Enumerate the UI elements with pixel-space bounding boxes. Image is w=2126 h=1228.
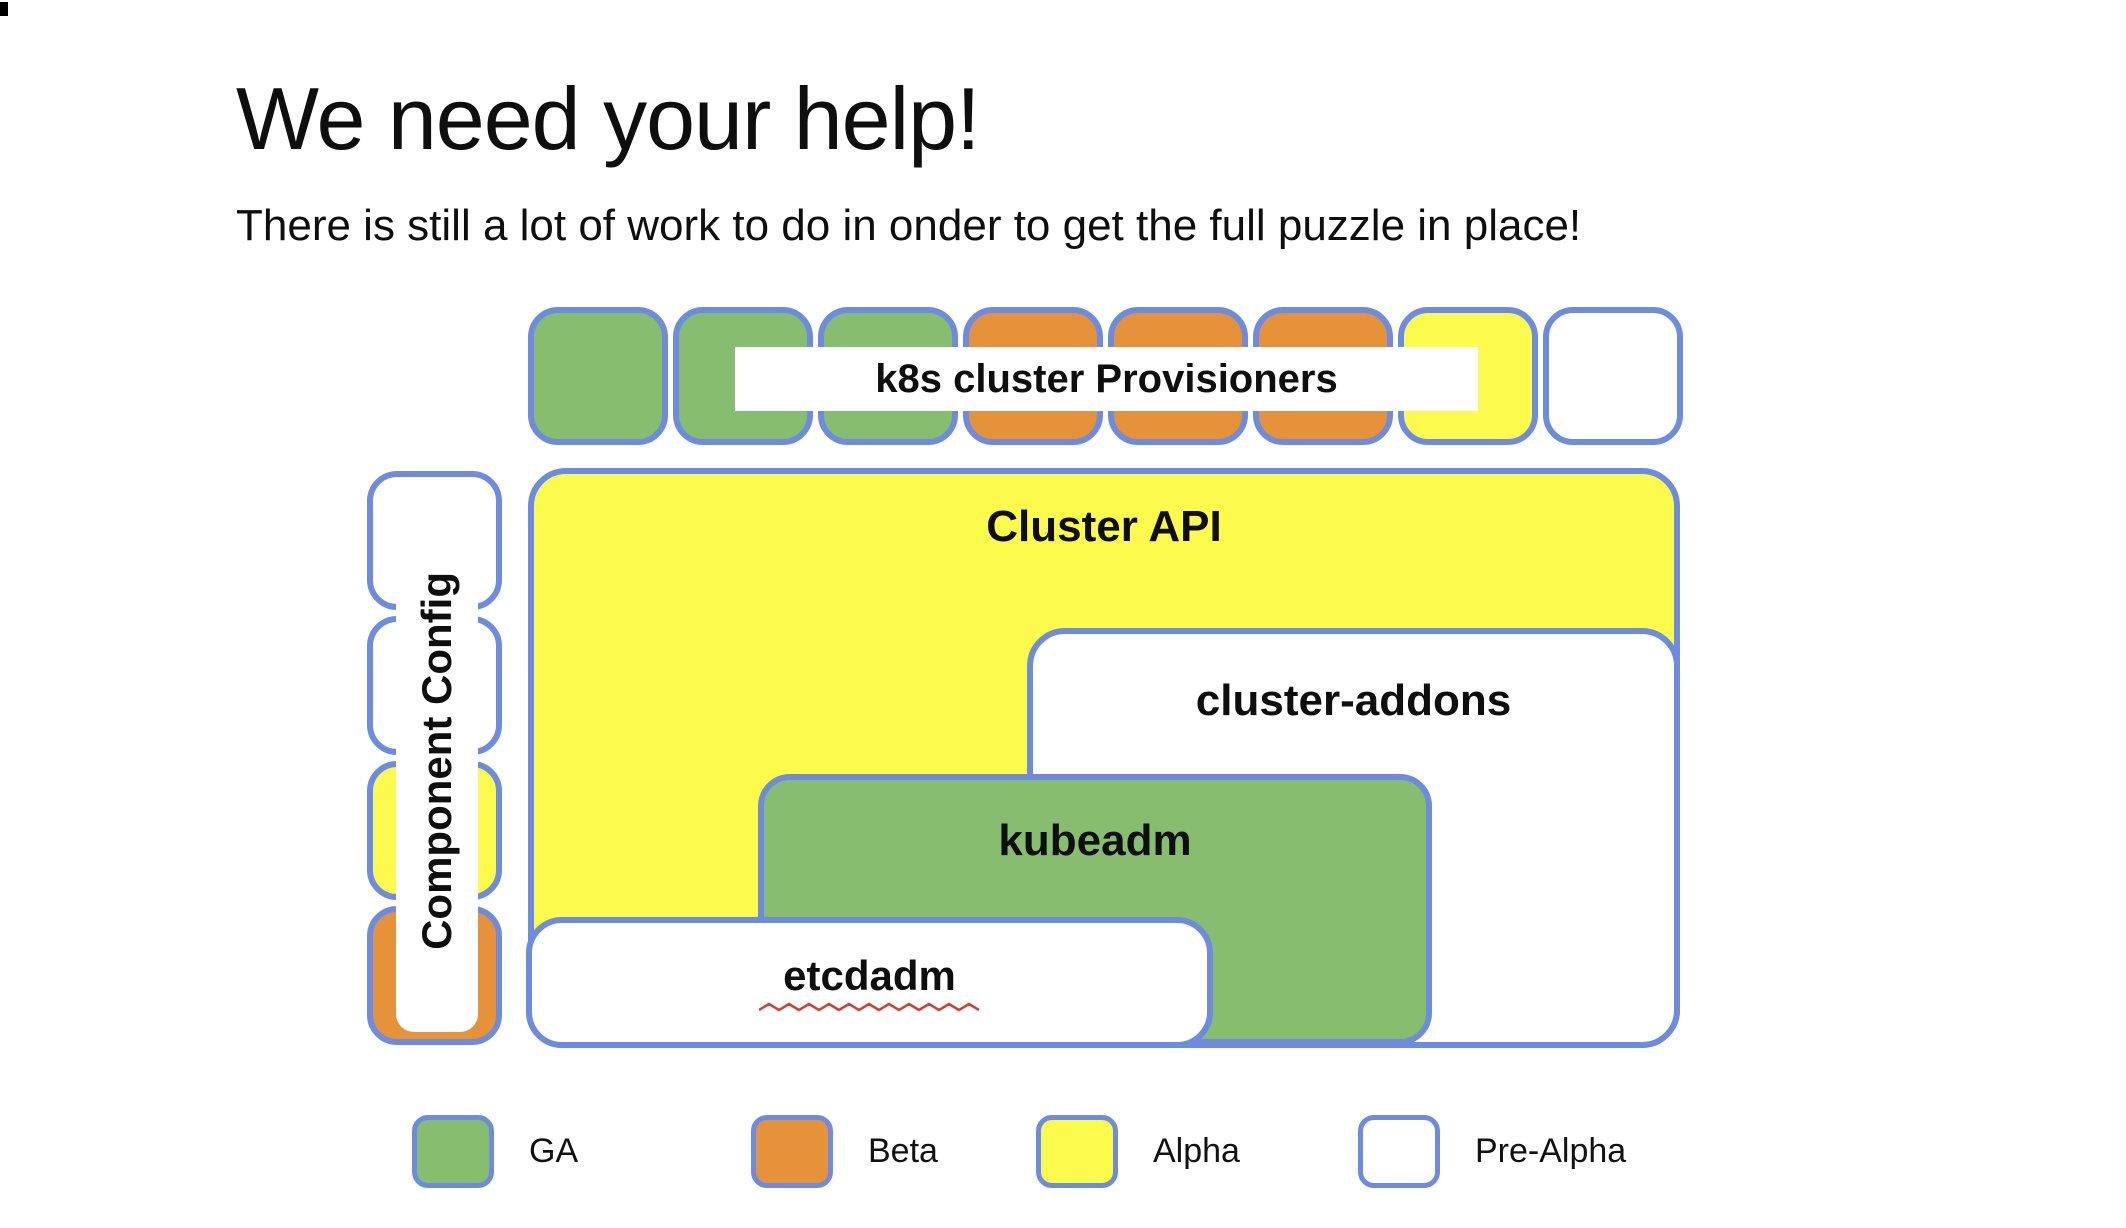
kubeadm-label: kubeadm xyxy=(998,816,1192,865)
component-config-label-text: Component Config xyxy=(413,572,460,950)
legend-item-prealpha: Pre-Alpha xyxy=(1358,1115,1626,1188)
screen-edge-artifact xyxy=(0,2,8,16)
legend-label: GA xyxy=(529,1132,579,1170)
legend-swatch-prealpha xyxy=(1358,1115,1440,1188)
legend-label: Pre-Alpha xyxy=(1475,1132,1627,1170)
slide-subtitle: There is still a lot of work to do in on… xyxy=(236,201,1582,250)
component-config-label: Component Config xyxy=(396,490,478,1032)
etcdadm-label: etcdadm xyxy=(783,952,956,999)
cluster-api-label: Cluster API xyxy=(986,502,1222,551)
etcdadm-box: etcdadm xyxy=(526,917,1213,1048)
cluster-addons-label: cluster-addons xyxy=(1195,676,1512,725)
spellcheck-squiggle xyxy=(758,1002,980,1012)
legend-swatch-ga xyxy=(412,1115,494,1188)
legend-item-beta: Beta xyxy=(751,1115,938,1188)
legend-label: Beta xyxy=(868,1132,938,1170)
legend-swatch-beta xyxy=(751,1115,833,1188)
provisioners-label: k8s cluster Provisioners xyxy=(735,347,1478,411)
provisioner-square-8-prealpha xyxy=(1543,307,1683,445)
legend-item-alpha: Alpha xyxy=(1036,1115,1240,1188)
legend-item-ga: GA xyxy=(412,1115,578,1188)
slide-title: We need your help! xyxy=(236,68,981,168)
legend-swatch-alpha xyxy=(1036,1115,1118,1188)
legend: GA Beta Alpha Pre-Alpha xyxy=(0,1115,2126,1188)
legend-label: Alpha xyxy=(1153,1132,1240,1170)
provisioners-label-text: k8s cluster Provisioners xyxy=(875,356,1338,401)
provisioner-square-1-ga xyxy=(528,307,668,445)
